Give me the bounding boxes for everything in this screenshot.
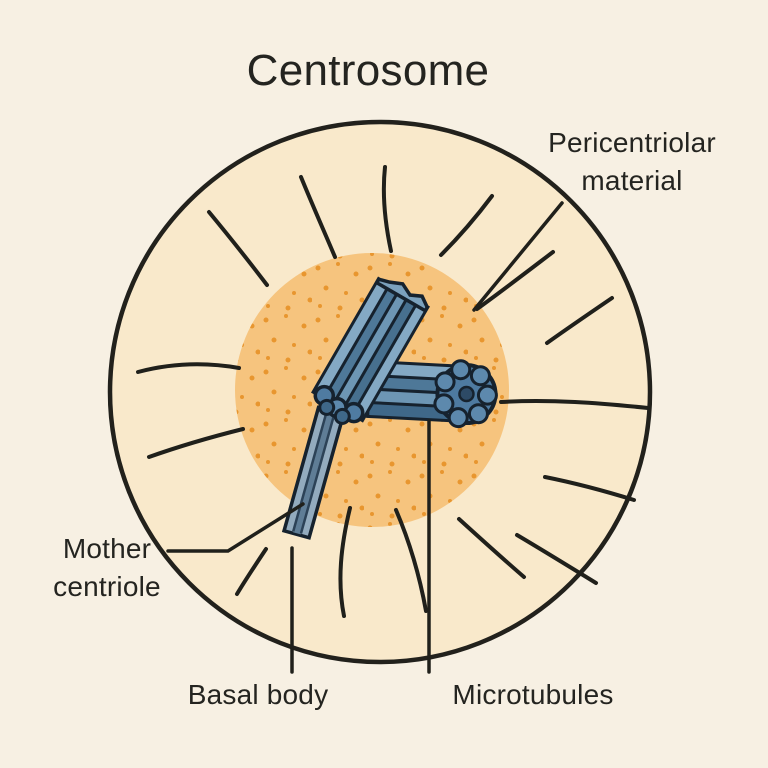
- microtubule-line: [543, 475, 636, 502]
- microtubule-line: [235, 547, 268, 596]
- leader-line-mother-centriole: [166, 502, 305, 553]
- mother-centriole-illustration: [311, 276, 430, 423]
- microtubule-line: [381, 165, 393, 253]
- microtubule-line: [545, 296, 614, 345]
- centriole-end-face-rosette: [433, 359, 498, 429]
- microtubule-line: [147, 427, 245, 459]
- microtubule-array: [136, 165, 650, 618]
- label-mother-centriole: Mother centriole: [53, 533, 161, 602]
- microtubule-line: [338, 506, 352, 618]
- microtubule-line: [207, 210, 269, 287]
- leader-lines: [166, 201, 564, 674]
- microtubule-line: [439, 194, 494, 257]
- daughter-centriole-illustration: [366, 359, 498, 429]
- microtubule-line: [299, 175, 337, 259]
- label-pericentriolar-material: Pericentriolar material: [548, 127, 716, 196]
- centriole-cap-edge: [374, 277, 430, 314]
- microtubule-line: [394, 508, 428, 613]
- microtubule-line: [136, 362, 241, 374]
- microtubule-line: [475, 250, 555, 311]
- mother-centriole-end-lumps: [313, 384, 365, 425]
- label-basal-body: Basal body: [187, 679, 329, 710]
- microtubule-line: [499, 398, 650, 410]
- microtubule-line: [515, 533, 598, 585]
- microtubule-line: [457, 517, 526, 579]
- leader-line-pericentriolar: [472, 201, 564, 312]
- diagram-title: Centrosome: [246, 46, 490, 95]
- label-microtubules: Microtubules: [452, 679, 614, 710]
